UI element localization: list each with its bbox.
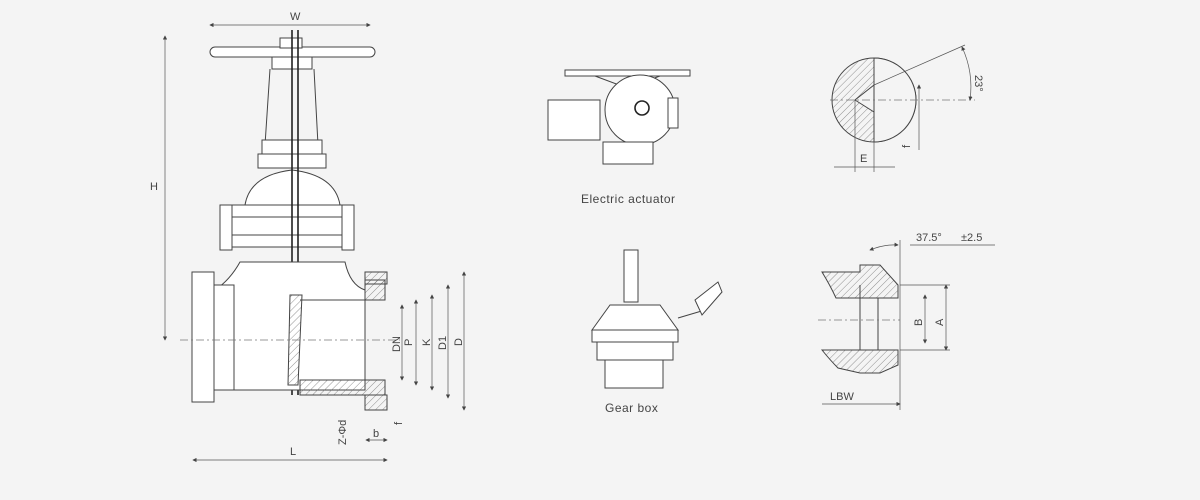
dim-f-detail: f: [901, 144, 913, 148]
dim-b: b: [373, 428, 379, 440]
angle-23: 23°: [972, 75, 984, 92]
dim-LBW: LBW: [830, 391, 854, 403]
electric-actuator-caption: Electric actuator: [581, 192, 676, 206]
electric-actuator-view: Electric actuator: [547, 69, 691, 206]
left-flange: [191, 271, 215, 403]
dim-H: H: [150, 181, 158, 193]
dim-P: P: [403, 339, 415, 346]
dim-DN: DN: [391, 336, 403, 352]
gear-box-view: Gear box: [591, 249, 723, 415]
dim-D: D: [453, 338, 465, 346]
dim-K: K: [421, 338, 433, 346]
dim-Z-d: Z-Φd: [337, 420, 349, 445]
angle-tolerance: ±2.5: [961, 232, 982, 244]
dim-W: W: [290, 11, 301, 23]
gate-valve-main-view: W H L DN P K D1 D Z-Φd b f: [150, 11, 467, 463]
dim-B: B: [913, 319, 925, 326]
dim-L: L: [290, 446, 296, 458]
dim-A: A: [934, 318, 946, 326]
dim-f: f: [393, 421, 405, 425]
dim-E: E: [860, 153, 867, 165]
dim-D1: D1: [437, 336, 449, 350]
bonnet-flange: [221, 204, 353, 218]
weld-end-detail: B A 37.5° ±2.5 LBW: [818, 232, 995, 410]
seat-angle-detail: 23° f E: [830, 44, 984, 172]
gear-box-caption: Gear box: [605, 401, 658, 415]
angle-37-5: 37.5°: [916, 232, 942, 244]
